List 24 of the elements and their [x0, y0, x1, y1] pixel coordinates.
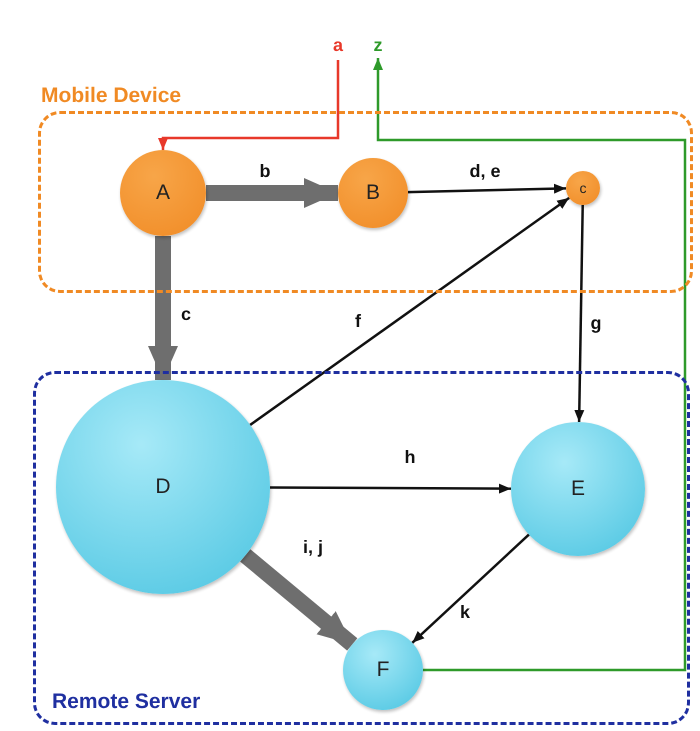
- arrow: [373, 58, 686, 672]
- node-label: A: [156, 181, 170, 205]
- edge-label: d, e: [468, 162, 502, 182]
- region-title: Mobile Device: [41, 84, 182, 108]
- edge-label: i, j: [301, 538, 325, 558]
- node-label: D: [155, 475, 171, 499]
- dashed-region: [33, 371, 690, 725]
- circle-node: [338, 158, 408, 228]
- node-label: B: [366, 181, 380, 205]
- node-label: c: [580, 180, 586, 196]
- node-label: F: [376, 658, 390, 682]
- thick-arrow: [206, 178, 338, 208]
- arrow: [574, 204, 584, 422]
- thick-arrow: [148, 236, 178, 380]
- arrow: [270, 484, 511, 494]
- arrow: [408, 184, 566, 194]
- arrow: [411, 534, 530, 644]
- circle-node: [343, 630, 423, 710]
- arrow: [249, 196, 570, 426]
- region-title: Remote Server: [52, 690, 200, 714]
- arrow: [158, 60, 340, 150]
- thick-arrow: [240, 549, 358, 651]
- node-label: E: [570, 477, 585, 501]
- circle-node: [566, 171, 600, 205]
